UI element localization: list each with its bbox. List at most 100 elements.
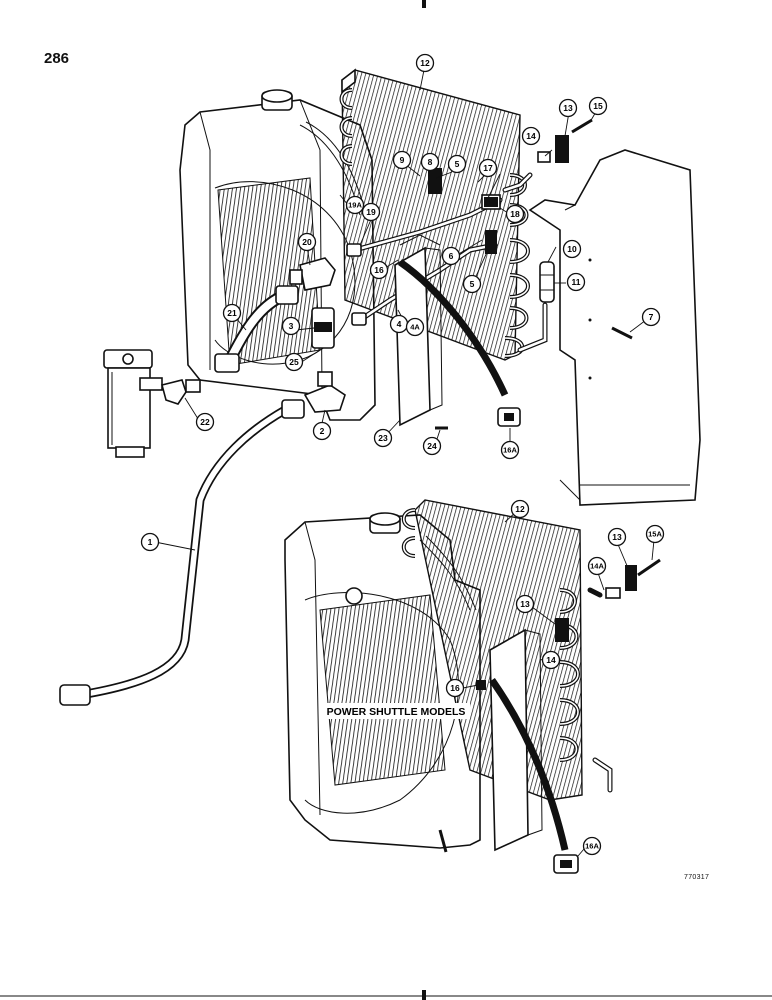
- drawing-code: 770317: [684, 874, 710, 881]
- callout-16-lower: 16: [445, 678, 465, 698]
- callout-22: 22: [195, 412, 215, 432]
- callout-10: 10: [562, 239, 582, 259]
- callout-15A: 15A: [645, 524, 665, 544]
- hose-to-16A: [397, 259, 509, 397]
- svg-text:13: 13: [563, 103, 573, 113]
- svg-text:15: 15: [593, 101, 603, 111]
- clamp-16A-upper: [497, 407, 521, 427]
- elbow-fitting-22: [161, 379, 201, 405]
- callout-14A: 14A: [587, 556, 607, 576]
- mounting-bracket-upper: [394, 234, 443, 427]
- hose-fitting-upper: [346, 243, 362, 257]
- svg-text:16A: 16A: [503, 446, 517, 455]
- model-label: POWER SHUTTLE MODELS: [322, 703, 470, 719]
- callout-13: 13: [558, 98, 578, 118]
- hose-fitting-lower: [351, 312, 367, 326]
- svg-text:20: 20: [302, 237, 312, 247]
- svg-text:8: 8: [428, 157, 433, 167]
- callout-20: 20: [297, 232, 317, 252]
- oil-line-1: [59, 399, 305, 706]
- svg-text:2: 2: [320, 426, 325, 436]
- svg-text:12: 12: [420, 58, 430, 68]
- svg-text:13: 13: [520, 599, 530, 609]
- svg-text:6: 6: [449, 251, 454, 261]
- callout-14-lower: 14: [541, 650, 561, 670]
- clip-13: [555, 135, 569, 163]
- filter-fitting-3: [311, 307, 335, 349]
- svg-text:15A: 15A: [648, 530, 662, 539]
- oil-line-top-fitting: [281, 399, 305, 419]
- svg-text:14A: 14A: [590, 562, 604, 571]
- callout-11: 11: [566, 272, 586, 292]
- svg-text:21: 21: [227, 308, 237, 318]
- svg-text:14: 14: [526, 131, 536, 141]
- clip-13-lower-right: [625, 565, 637, 591]
- svg-text:7: 7: [649, 312, 654, 322]
- svg-text:24: 24: [427, 441, 437, 451]
- svg-text:5: 5: [455, 159, 460, 169]
- callout-13-mid: 13: [515, 594, 535, 614]
- bottom-rule: [0, 990, 772, 1000]
- svg-text:25: 25: [289, 357, 299, 367]
- callout-15: 15: [588, 96, 608, 116]
- callout-14: 14: [521, 126, 541, 146]
- top-crop-mark: [422, 0, 426, 8]
- callout-12: 12: [415, 53, 435, 73]
- callout-8: 8: [420, 152, 440, 172]
- svg-text:14: 14: [546, 655, 556, 665]
- clip-8: [428, 168, 442, 194]
- callout-16A-lower: 16A: [582, 836, 602, 856]
- callout-13-lower: 13: [607, 527, 627, 547]
- callout-24: 24: [422, 436, 442, 456]
- callout-6: 6: [441, 246, 461, 266]
- clip-13-lower: [555, 618, 569, 642]
- oil-line-end-fitting: [59, 684, 91, 706]
- svg-text:16: 16: [450, 683, 460, 693]
- svg-text:22: 22: [200, 417, 210, 427]
- svg-text:23: 23: [378, 433, 388, 443]
- callout-18: 18: [505, 204, 525, 224]
- spacer-14: [537, 151, 551, 163]
- svg-text:11: 11: [572, 277, 581, 287]
- callout-3: 3: [281, 316, 301, 336]
- svg-text:9: 9: [400, 155, 405, 165]
- callout-17: 17: [478, 158, 498, 178]
- callout-7: 7: [641, 307, 661, 327]
- svg-text:17: 17: [483, 163, 493, 173]
- svg-text:16: 16: [374, 265, 384, 275]
- spacer-14A: [605, 587, 621, 599]
- svg-text:10: 10: [567, 244, 577, 254]
- page-number: 286: [44, 50, 70, 67]
- callout-5-mid: 5: [462, 274, 482, 294]
- hose-to-16A-lower: [489, 677, 569, 851]
- callout-25: 25: [284, 352, 304, 372]
- svg-text:5: 5: [470, 279, 475, 289]
- bolt-15: [571, 118, 593, 134]
- callout-9: 9: [392, 150, 412, 170]
- tee-fitting-2: [303, 371, 346, 413]
- svg-text:18: 18: [510, 209, 520, 219]
- svg-text:4A: 4A: [410, 323, 420, 332]
- bolt-16-lower: [476, 680, 486, 690]
- callout-12-lower: 12: [510, 499, 530, 519]
- callout-21: 21: [222, 303, 242, 323]
- callout-23: 23: [373, 428, 393, 448]
- side-shield: [528, 149, 701, 506]
- tee-fitting-20: [289, 257, 336, 291]
- bolt-7: [611, 326, 633, 340]
- callout-16: 16: [369, 260, 389, 280]
- svg-text:3: 3: [289, 321, 294, 331]
- oil-filter: [103, 349, 163, 458]
- svg-text:19: 19: [366, 207, 376, 217]
- callout-1: 1: [140, 532, 160, 552]
- connector-11: [539, 261, 555, 303]
- callout-16A-top: 16A: [500, 440, 520, 460]
- svg-text:1: 1: [148, 537, 153, 547]
- svg-text:19A: 19A: [348, 201, 362, 210]
- callout-2: 2: [312, 421, 332, 441]
- bolt-15A: [637, 558, 661, 577]
- callout-19A: 19A: [345, 195, 365, 215]
- callout-4: 4: [389, 314, 409, 334]
- callout-19: 19: [361, 202, 381, 222]
